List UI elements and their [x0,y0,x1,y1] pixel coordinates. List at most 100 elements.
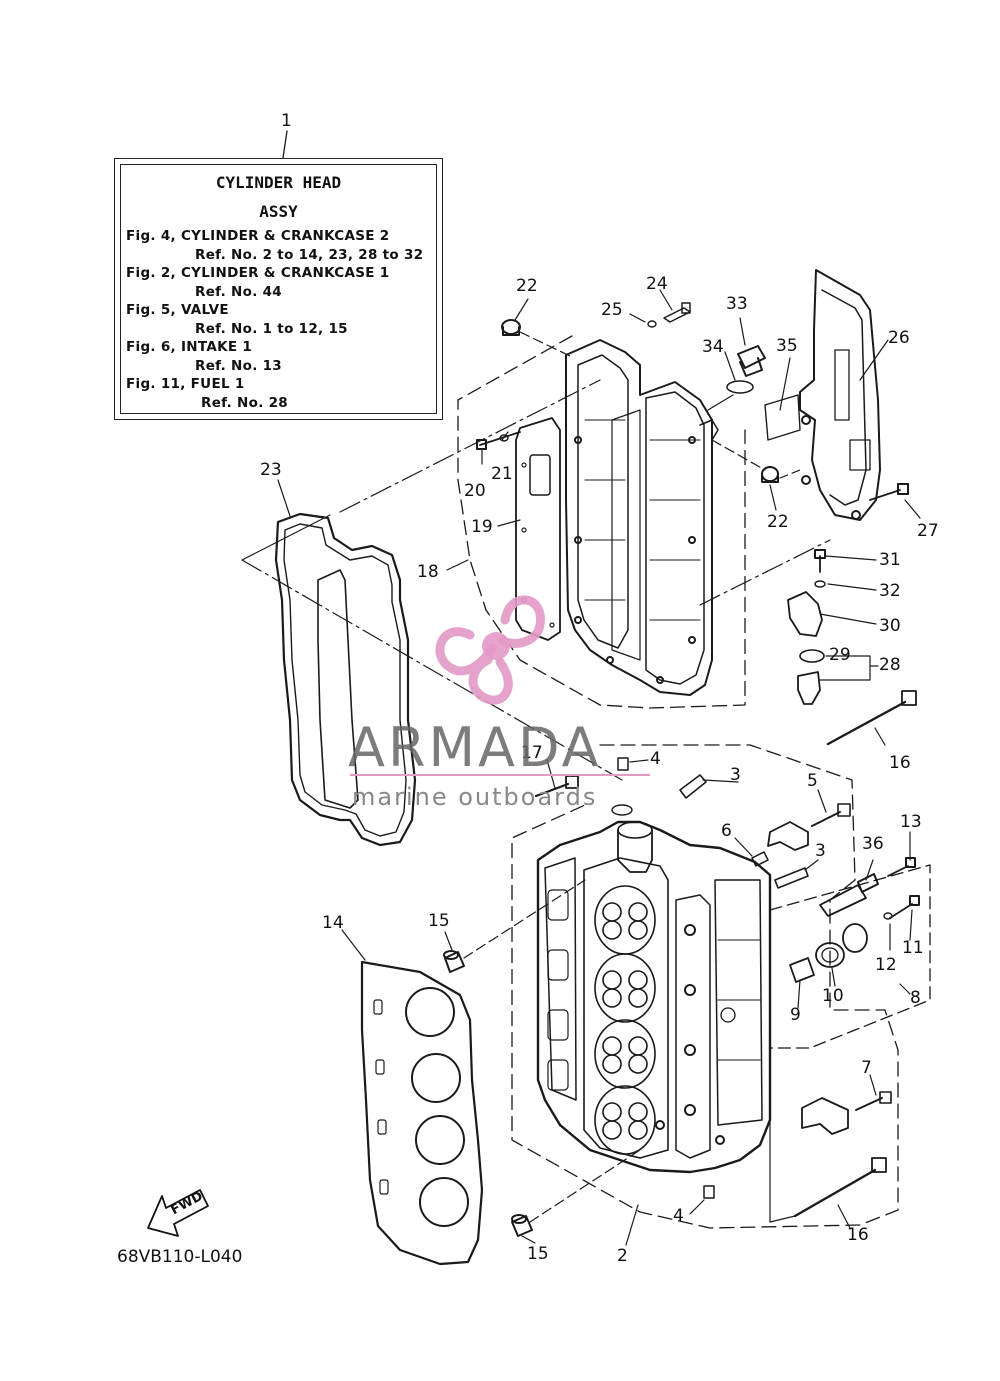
washer-25 [647,320,657,328]
head-cover-18 [565,339,719,696]
o-ring-34 [726,380,754,394]
washer-12-small [883,912,893,920]
dowel-15-upper [443,950,465,973]
legend-title: CYLINDER HEAD [215,173,342,192]
long-bolt-16-lower [793,1157,887,1218]
watermark-underline [350,774,650,776]
callout-number: 25 [601,300,623,320]
bolt-5 [811,803,851,827]
bracket-26 [799,269,881,521]
callout-number: 14 [322,913,344,933]
bolt-17 [534,775,579,798]
callout-number: 29 [829,645,851,665]
reference-legend-box: CYLINDER HEAD ASSY Fig. 4, CYLINDER & CR… [114,158,443,420]
callout-number: 35 [776,336,798,356]
callout-number: 24 [646,274,668,294]
fwd-arrow-icon [147,1189,209,1237]
callout-number: 27 [917,521,939,541]
legend-line: Ref. No. 2 to 14, 23, 28 to 32 [195,247,424,263]
grommet-22-right [761,466,779,483]
callout-number: 31 [879,550,901,570]
thermostat-10 [815,942,845,968]
callout-number: 17 [521,743,543,763]
callout-number: 4 [650,749,661,769]
legend-subtitle: ASSY [259,202,298,221]
callout-number: 13 [900,812,922,832]
cap-bracket-lower [801,1097,849,1135]
callout-number: 18 [417,562,439,582]
callout-number: 21 [491,464,513,484]
armada-logo-icon [435,595,545,705]
plug-4-lower [703,1185,715,1199]
pin-6 [751,851,769,867]
washer-32 [814,580,826,588]
gasket-23 [274,512,417,847]
sensor-36 [819,873,879,917]
callout-number: 32 [879,581,901,601]
watermark-subtitle: marine outboards [352,783,598,811]
thermostat-cover-12 [842,923,868,953]
callout-number: 36 [862,834,884,854]
cylinder-head-2 [536,804,772,1174]
plug-9 [789,957,815,983]
nozzle-28 [797,671,821,705]
armada-logo-hub [482,632,510,660]
legend-line: Ref. No. 44 [195,284,283,300]
callout-number: 7 [861,1058,872,1078]
legend-line: Ref. No. 28 [201,395,289,411]
baffle-plate-19 [515,417,561,641]
callout-number: 23 [260,460,282,480]
washer-21 [499,434,509,442]
legend-line: Ref. No. 13 [195,358,283,374]
callout-number: 10 [822,986,844,1006]
callout-number: 1 [281,111,292,131]
plug-33 [737,345,766,377]
long-bolt-16-upper [826,690,917,746]
callout-number: 6 [721,821,732,841]
callout-number: 15 [527,1244,549,1264]
bolt-24 [663,302,691,323]
callout-number: 28 [879,655,901,675]
bolt-31 [814,549,826,573]
legend-line: Fig. 4, CYLINDER & CRANKCASE 2 [126,228,390,244]
callout-number: 34 [702,337,724,357]
legend-line: Fig. 11, FUEL 1 [126,376,245,392]
pin-3-lower [774,867,809,889]
callout-number: 30 [879,616,901,636]
legend-inner-border [120,164,437,414]
callout-number: 8 [910,988,921,1008]
callout-number: 2 [617,1246,628,1266]
bolt-11 [889,895,920,919]
callout-number: 3 [815,841,826,861]
callout-number: 12 [875,955,897,975]
callout-number: 11 [902,938,924,958]
legend-line: Fig. 5, VALVE [126,302,229,318]
plug-4-upper [617,757,629,771]
legend-line: Fig. 2, CYLINDER & CRANKCASE 1 [126,265,390,281]
callout-number: 9 [790,1005,801,1025]
label-35 [764,394,801,441]
callout-number: 5 [807,771,818,791]
fitting-30 [787,591,823,637]
callout-number: 22 [767,512,789,532]
dowel-15-lower [511,1214,533,1237]
callout-number: 20 [464,481,486,501]
callout-number: 16 [847,1225,869,1245]
callout-number: 4 [673,1206,684,1226]
pin-3-upper [679,774,707,799]
bolt-20 [476,431,521,450]
o-ring-29 [799,649,825,663]
watermark-brand-name: ARMADA [348,716,602,779]
legend-line: Ref. No. 1 to 12, 15 [195,321,348,337]
legend-line: Fig. 6, INTAKE 1 [126,339,253,355]
combustion-chambers [594,885,656,1155]
gasket-14 [360,960,484,1266]
callout-number: 19 [471,517,493,537]
callout-number: 33 [726,294,748,314]
cap-bracket-upper [767,821,809,851]
callout-number: 16 [889,753,911,773]
bolt-27 [869,483,909,501]
bolt-7 [855,1091,892,1111]
drawing-code: 68VB110-L040 [117,1247,243,1267]
